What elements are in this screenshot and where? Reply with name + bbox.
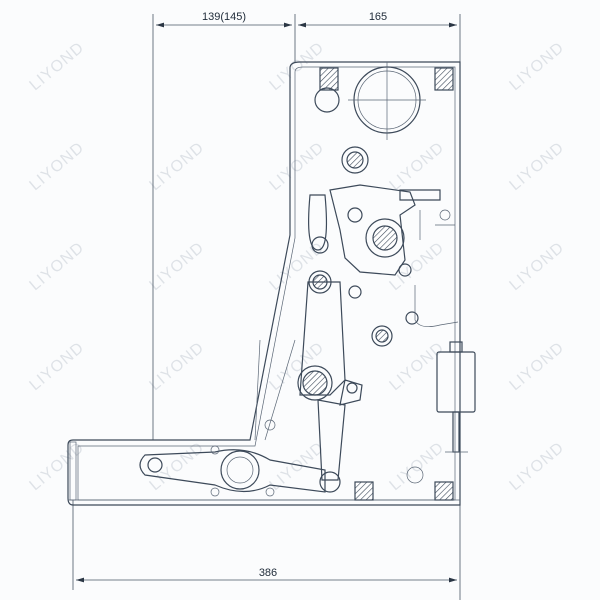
dimension-label-139: 139(145) bbox=[202, 11, 246, 23]
watermark-text: LIYOND bbox=[507, 339, 568, 394]
main-shaft bbox=[297, 365, 333, 401]
upper-pin bbox=[314, 87, 340, 113]
watermark-text: LIYOND bbox=[507, 39, 568, 94]
hatched-block-right bbox=[434, 67, 454, 91]
hatched-block-bottom-left bbox=[354, 481, 374, 501]
actuator-solenoid bbox=[436, 341, 476, 453]
hatched-block-left bbox=[319, 67, 339, 91]
watermark-text: LIYOND bbox=[147, 439, 208, 494]
hatched-block-bottom-right bbox=[434, 481, 454, 501]
shaft-4 bbox=[371, 325, 393, 347]
watermark-text: LIYOND bbox=[387, 239, 448, 294]
watermark-text: LIYOND bbox=[147, 339, 208, 394]
watermark-layer: LIYOND LIYOND LIYOND LIYOND LIYOND LIYOND LIYO… bbox=[27, 39, 568, 494]
watermark-text: LIYOND bbox=[507, 439, 568, 494]
housing-frame bbox=[67, 61, 461, 506]
watermark-text: LIYOND bbox=[27, 339, 88, 394]
watermark-text: LIYOND bbox=[27, 39, 88, 94]
watermark-text: LIYOND bbox=[267, 39, 328, 94]
watermark-text: LIYOND bbox=[27, 139, 88, 194]
watermark-text: LIYOND bbox=[507, 139, 568, 194]
watermark-text: LIYOND bbox=[507, 239, 568, 294]
watermark-text: LIYOND bbox=[387, 139, 448, 194]
watermark-text: LIYOND bbox=[267, 139, 328, 194]
shaft-1 bbox=[341, 146, 369, 174]
dimension-lines bbox=[72, 14, 461, 600]
watermark-text: LIYOND bbox=[147, 139, 208, 194]
latch-linkage bbox=[308, 184, 459, 327]
watermark-text: LIYOND bbox=[147, 239, 208, 294]
watermark-text: LIYOND bbox=[27, 239, 88, 294]
horizontal-lever bbox=[139, 419, 424, 497]
dimension-label-386: 386 bbox=[259, 567, 277, 579]
watermark-text: LIYOND bbox=[27, 439, 88, 494]
main-cam bbox=[348, 62, 426, 140]
watermark-text: LIYOND bbox=[387, 339, 448, 394]
vertical-lever bbox=[299, 281, 363, 493]
shaft-2 bbox=[365, 218, 405, 258]
dimension-label-165: 165 bbox=[369, 11, 387, 23]
